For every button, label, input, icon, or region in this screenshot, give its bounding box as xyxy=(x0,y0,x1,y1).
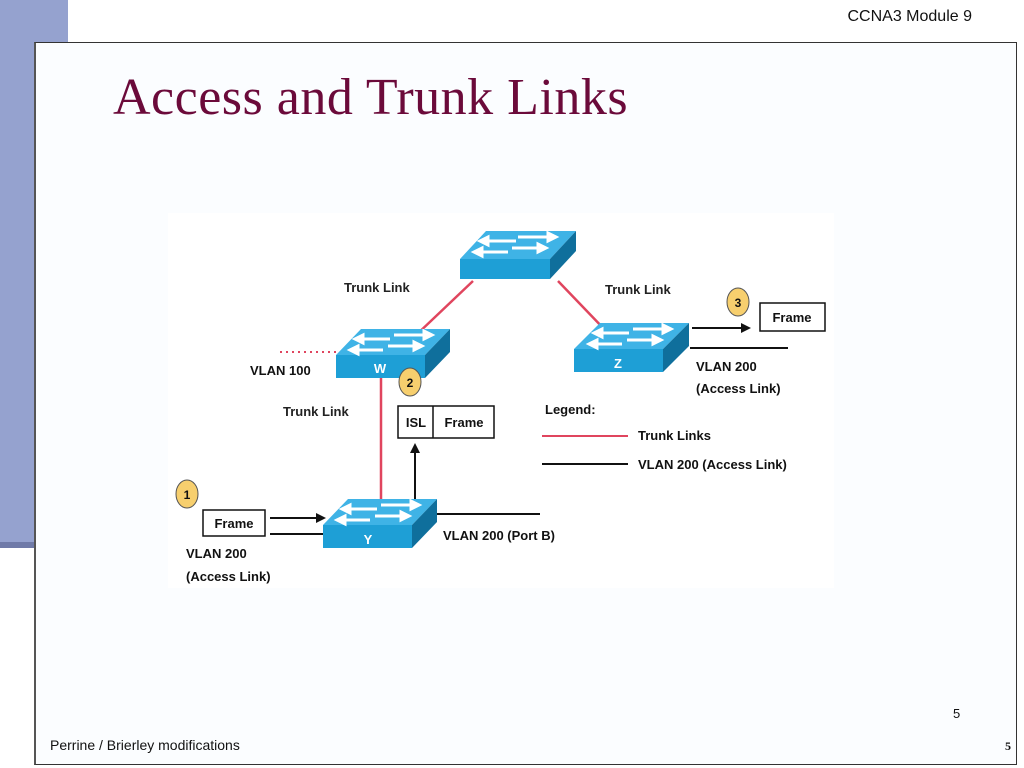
switch-arrows-icon xyxy=(585,322,675,351)
step-2-badge xyxy=(398,367,422,397)
legend-label-access: VLAN 200 (Access Link) xyxy=(638,457,787,472)
network-diagram: W Z Y Trunk Link Trunk Link Trunk Link V… xyxy=(168,213,834,588)
trunk-link-label-right: Trunk Link xyxy=(605,282,672,297)
trunk-link-label-vertical: Trunk Link xyxy=(283,404,350,419)
step-3-frame-box xyxy=(759,302,826,332)
module-label: CCNA3 Module 9 xyxy=(847,8,973,25)
step-2-frame-label: Frame xyxy=(444,415,483,430)
switch-top xyxy=(460,230,576,279)
trunk-link-top-z xyxy=(557,280,607,332)
y-vlan-label: VLAN 200 xyxy=(186,546,247,561)
side-decoration-shadow xyxy=(0,542,36,548)
slide-page-number: 5 xyxy=(953,706,961,721)
arrow-head-in xyxy=(316,513,326,523)
trunk-link-label-left: Trunk Link xyxy=(344,280,411,295)
isl-label: ISL xyxy=(406,415,426,430)
step-1-number: 1 xyxy=(184,488,191,502)
step-3-frame-label: Frame xyxy=(772,310,811,325)
switch-z-label: Z xyxy=(614,356,622,371)
z-access-label: (Access Link) xyxy=(696,381,781,396)
trunk-link-top-w xyxy=(412,280,474,339)
slide-title: Access and Trunk Links xyxy=(113,69,629,126)
vlan100-label: VLAN 100 xyxy=(250,363,311,378)
switch-arrows-icon xyxy=(346,328,436,357)
step-2-isl-frame-box xyxy=(397,405,495,439)
legend: Legend: Trunk Links VLAN 200 (Access Lin… xyxy=(542,402,787,472)
step-3-number: 3 xyxy=(735,296,742,310)
arrow-head-up xyxy=(410,443,420,453)
y-port-b-label: VLAN 200 (Port B) xyxy=(443,528,555,543)
switch-z: Z xyxy=(574,322,689,372)
y-access-label: (Access Link) xyxy=(186,569,271,584)
step-2-number: 2 xyxy=(407,376,414,390)
step-1-frame-label: Frame xyxy=(214,516,253,531)
footer-page-number: 5 xyxy=(1005,739,1011,753)
switch-y-label: Y xyxy=(364,532,373,547)
arrow-head-out xyxy=(741,323,751,333)
step-3-badge xyxy=(726,287,750,317)
switch-y: Y xyxy=(323,498,437,548)
legend-label-trunk: Trunk Links xyxy=(638,428,711,443)
z-vlan-label: VLAN 200 xyxy=(696,359,757,374)
footer-credit: Perrine / Brierley modifications xyxy=(50,737,240,753)
switch-arrows-icon xyxy=(333,498,423,527)
step-1-frame-box xyxy=(202,509,266,537)
switch-arrows-icon xyxy=(470,230,560,259)
legend-title: Legend: xyxy=(545,402,596,417)
step-1-badge xyxy=(175,479,199,509)
switch-w-label: W xyxy=(374,361,387,376)
